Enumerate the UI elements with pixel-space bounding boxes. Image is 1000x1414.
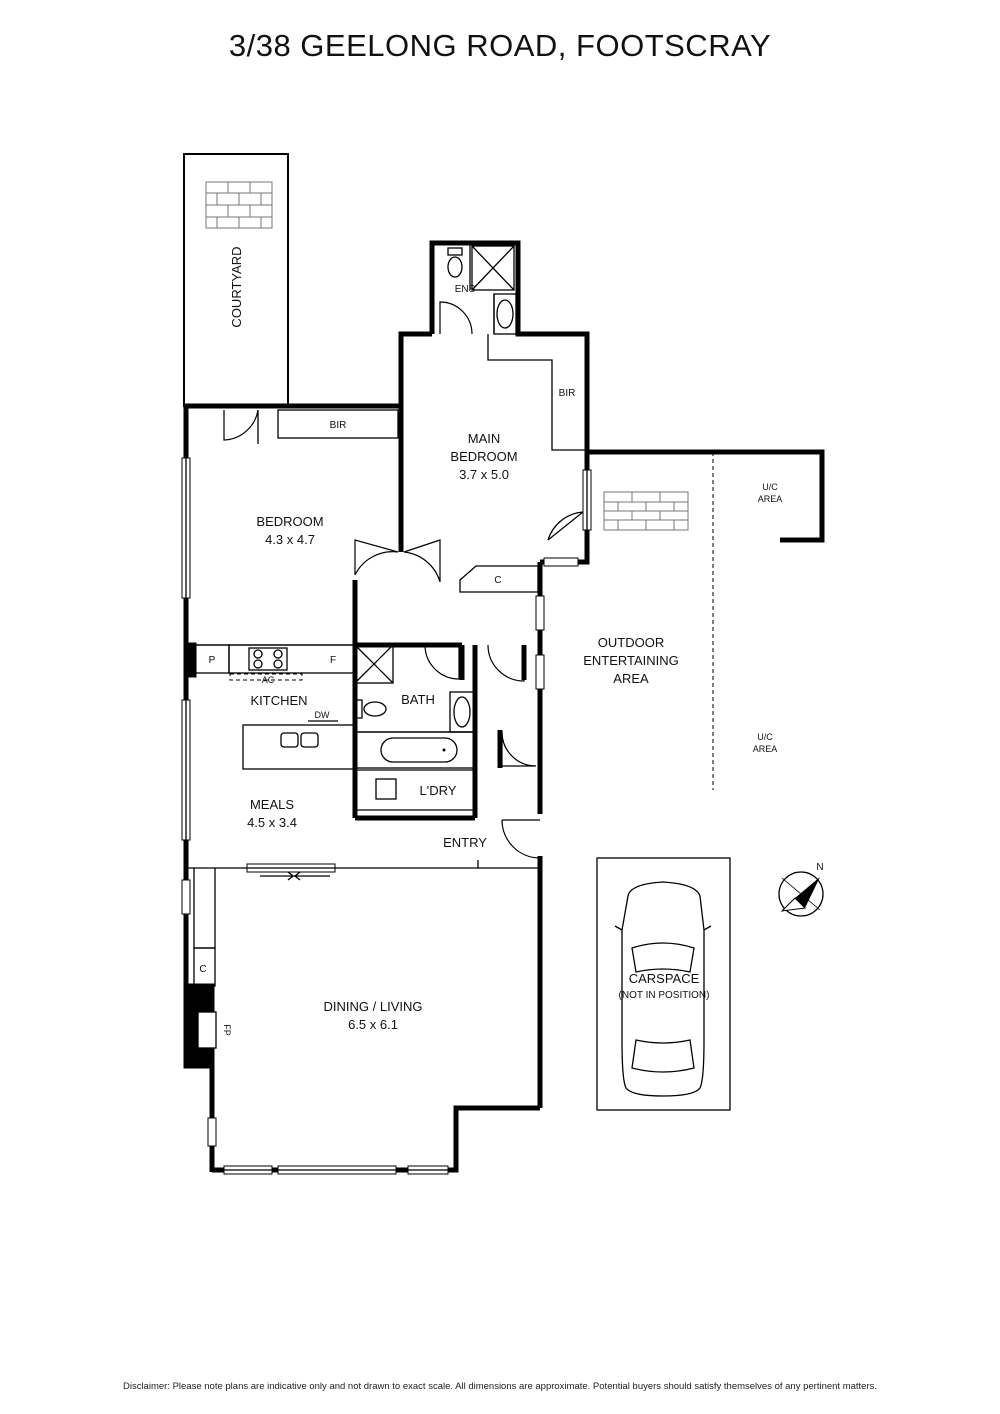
meals-size: 4.5 x 3.4 bbox=[247, 815, 297, 830]
carspace-outline bbox=[596, 857, 731, 1111]
carspace-note: (NOT IN POSITION) bbox=[619, 990, 710, 1001]
bath-label: BATH bbox=[401, 692, 435, 707]
dishwasher-label: DW bbox=[315, 710, 330, 720]
vanity-basin-icon bbox=[493, 293, 517, 335]
store-door-swing bbox=[501, 731, 537, 767]
main-bedroom-size: 3.7 x 5.0 bbox=[459, 467, 509, 482]
carspace-label: CARSPACE bbox=[629, 971, 700, 986]
fireplace-label: FP bbox=[222, 1024, 232, 1036]
uc-area-top-label-2: AREA bbox=[758, 494, 783, 504]
disclaimer: Disclaimer: Please note plans are indica… bbox=[122, 1381, 878, 1392]
uc-area-top-label: U/C bbox=[762, 482, 778, 492]
car-icon bbox=[614, 881, 712, 1097]
bedroom-size: 4.3 x 4.7 bbox=[265, 532, 315, 547]
uc-area-bottom-label: U/C bbox=[757, 732, 773, 742]
hall-window bbox=[535, 595, 545, 631]
aircon-label: AC bbox=[262, 675, 275, 685]
kitchen-bench bbox=[228, 644, 356, 674]
laundry-label: L'DRY bbox=[420, 783, 457, 798]
outdoor-label: OUTDOOR bbox=[598, 635, 664, 650]
dining-living-label: DINING / LIVING bbox=[324, 999, 423, 1014]
sink-icon bbox=[280, 732, 299, 748]
entry-label: ENTRY bbox=[443, 835, 487, 850]
bedroom-bir-label: BIR bbox=[330, 420, 347, 431]
fridge-label: F bbox=[330, 655, 336, 666]
bedroom-courtyard-door bbox=[223, 409, 259, 441]
kitchen-label: KITCHEN bbox=[250, 693, 307, 708]
hall-door-swing bbox=[487, 644, 525, 682]
outdoor-label-3: AREA bbox=[613, 671, 649, 686]
main-bedroom-label: MAIN bbox=[468, 431, 501, 446]
ensuite-door-swing bbox=[439, 301, 473, 335]
north-compass-icon bbox=[778, 871, 824, 917]
hall-window-2 bbox=[535, 654, 545, 690]
courtyard-label: COURTYARD bbox=[229, 246, 244, 327]
outdoor-brick-paving-icon bbox=[603, 491, 689, 531]
entry-door-swing bbox=[501, 819, 541, 859]
bath-basin-icon bbox=[449, 691, 475, 733]
uc-area-bottom-label-2: AREA bbox=[753, 744, 778, 754]
bedroom-label: BEDROOM bbox=[256, 514, 323, 529]
living-window bbox=[181, 879, 191, 915]
ensuite-walls bbox=[429, 240, 590, 454]
bedroom-door-left bbox=[354, 539, 399, 576]
outdoor-door-swing bbox=[547, 511, 584, 541]
living-cupboard-label: C bbox=[199, 964, 206, 975]
outdoor-area-outline bbox=[587, 449, 825, 543]
main-bedroom-label-2: BEDROOM bbox=[450, 449, 517, 464]
outdoor-label-2: ENTERTAINING bbox=[583, 653, 679, 668]
hall-cupboard-label: C bbox=[494, 575, 501, 586]
kitchen-island bbox=[242, 724, 356, 770]
fireplace bbox=[197, 1011, 217, 1049]
bathtub-icon bbox=[354, 731, 476, 769]
meals-label: MEALS bbox=[250, 797, 294, 812]
pantry-label: P bbox=[209, 655, 216, 666]
ensuite-label: ENS bbox=[455, 284, 476, 295]
toilet-icon bbox=[447, 247, 463, 278]
living-window-2 bbox=[207, 1117, 217, 1147]
compass-north-label: N bbox=[816, 862, 823, 873]
laundry-tub-icon bbox=[375, 778, 397, 800]
page-title: 3/38 GEELONG ROAD, FOOTSCRAY bbox=[228, 28, 772, 63]
bath-toilet-icon bbox=[354, 699, 387, 719]
dining-living-size: 6.5 x 6.1 bbox=[348, 1017, 398, 1032]
bath-door-swing bbox=[424, 644, 460, 680]
bedroom-bir bbox=[277, 409, 399, 439]
cooktop-icon bbox=[248, 647, 288, 671]
main-bedroom-door bbox=[403, 539, 441, 583]
brick-paving-icon bbox=[205, 181, 273, 229]
main-bir-label: BIR bbox=[559, 388, 576, 399]
